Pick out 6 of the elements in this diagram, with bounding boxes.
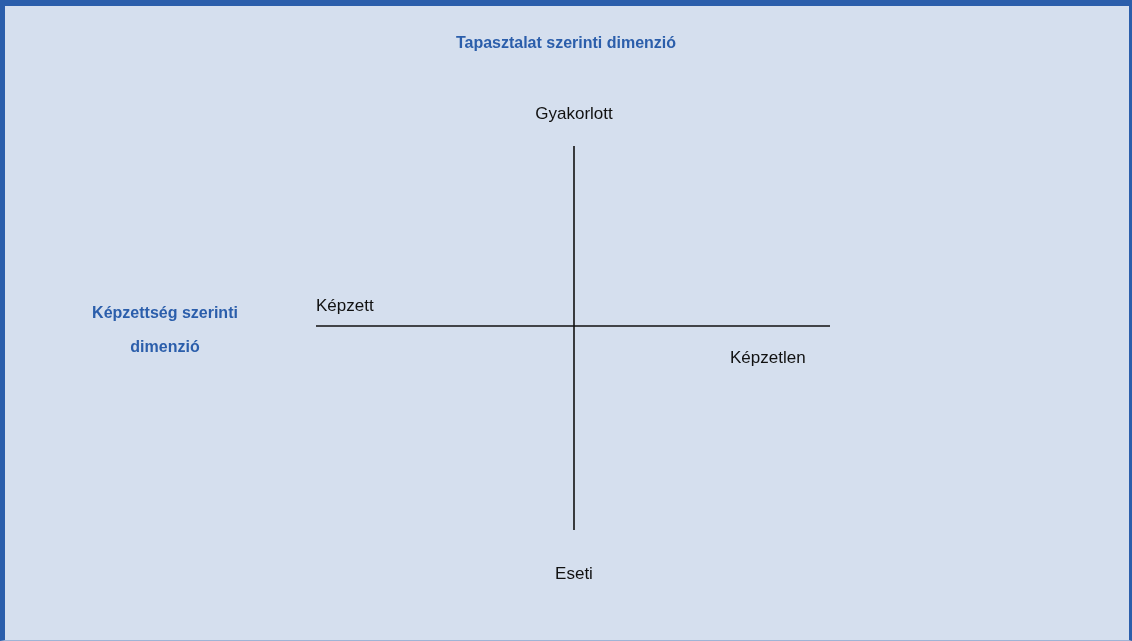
pole-label: Képzetlen [730,348,806,368]
pole-label: Gyakorlott [534,104,614,124]
axis-title: Képzettség szerinti dimenzió [91,303,239,357]
pole-label: Képzett [316,296,374,316]
pole-label: Eseti [554,564,594,584]
axis-title: Tapasztalat szerinti dimenzió [454,34,678,52]
